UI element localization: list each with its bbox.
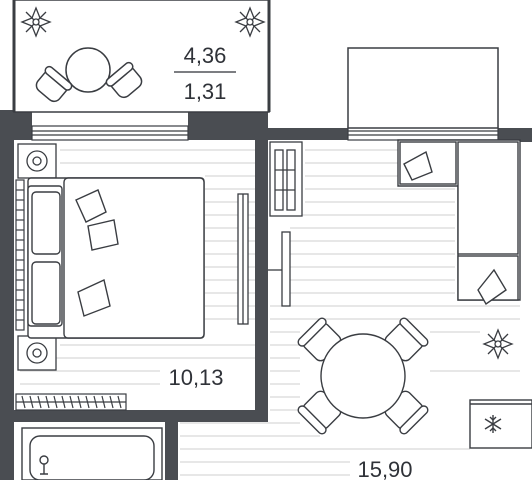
balcony-table-set (35, 47, 143, 103)
fridge (469, 399, 532, 449)
shelving-unit (269, 141, 303, 217)
bedroom-window (31, 125, 189, 141)
plant-icon (234, 6, 266, 38)
snowflake-icon (484, 415, 502, 433)
closet (15, 393, 127, 411)
corner-sofa (397, 139, 521, 306)
plant-icon (20, 6, 52, 38)
nightstand-bottom (17, 335, 57, 371)
balcony-area-total: 4,36 (184, 43, 227, 68)
double-bed (27, 177, 205, 339)
bathtub (21, 427, 163, 480)
plant-icon (482, 328, 514, 360)
interior-door (268, 231, 291, 307)
living-balcony-box (347, 47, 499, 129)
living-area: 15,90 (357, 457, 412, 480)
nightstand-top (17, 143, 57, 179)
walls (0, 110, 532, 480)
balcony-area-reduced: 1,31 (184, 79, 227, 104)
radiator (15, 179, 25, 331)
living-floor-boards (180, 149, 520, 476)
tv-unit (237, 193, 249, 325)
bedroom-area: 10,13 (168, 365, 223, 390)
dining-set (297, 317, 429, 435)
